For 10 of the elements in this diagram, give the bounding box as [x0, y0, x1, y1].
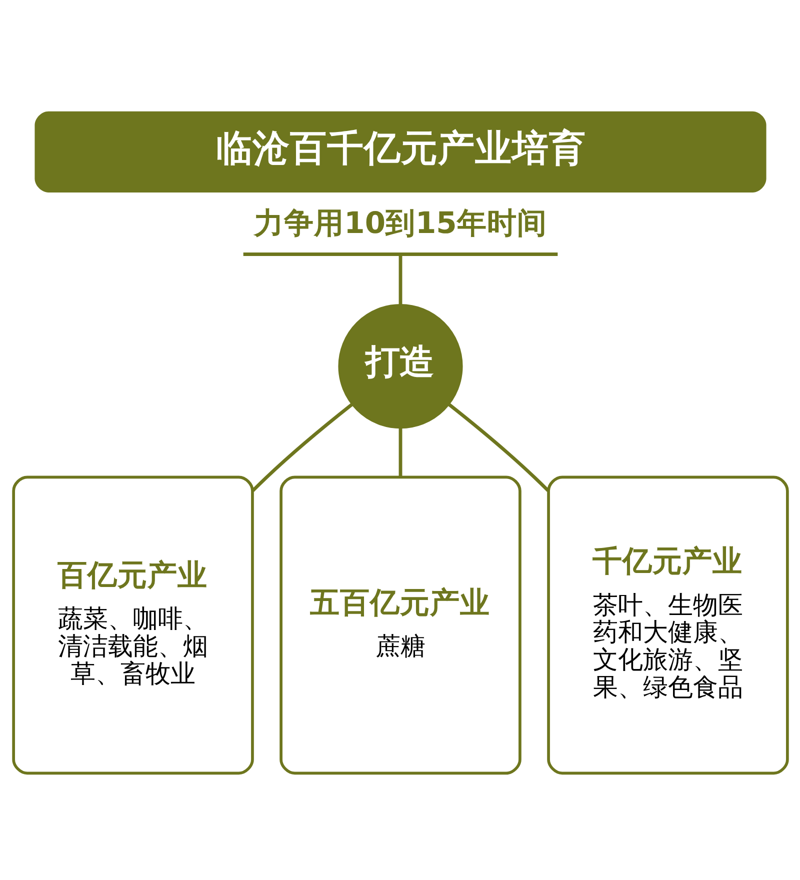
node-box: 百亿元产业 蔬菜、咖啡、清洁载能、烟草、畜牧业 [12, 476, 254, 775]
connector [251, 403, 352, 492]
connector [448, 403, 549, 492]
node-text: 力争用10到15年时间 [254, 206, 546, 241]
connector [398, 255, 402, 304]
connector [398, 428, 402, 478]
diagram-title: 临沧百千亿元产业培育 [215, 126, 586, 170]
node-box: 千亿元产业 茶叶、生物医药和大健康、文化旅游、坚果、绿色食品 [546, 476, 788, 775]
node-circle: 打造 [338, 304, 462, 429]
node-box: 五百亿元产业 蔗糖 [279, 476, 521, 775]
